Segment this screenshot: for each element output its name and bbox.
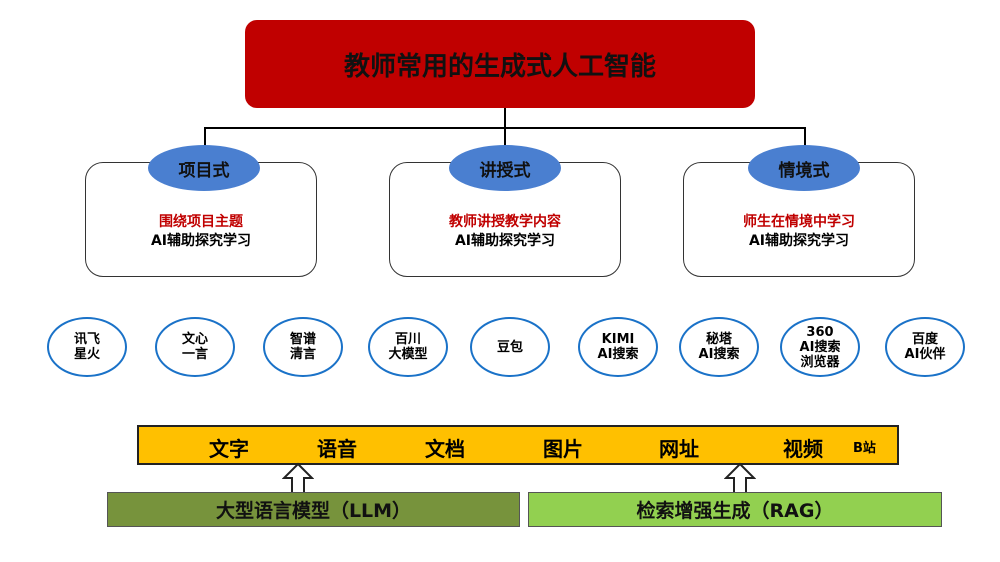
media-item: B站 [853, 441, 876, 456]
ai-tool-2: 智谱清言 [263, 317, 343, 377]
ai-tool-label: 秘塔 [705, 332, 732, 347]
mode-desc: 围绕项目主题 [159, 214, 243, 230]
ai-tool-label: 清言 [289, 347, 316, 362]
ai-tool-label: 一言 [181, 347, 208, 362]
ai-tool-label: 文心 [181, 332, 208, 347]
connector [204, 127, 206, 147]
ai-tool-label: AI伙伴 [904, 347, 946, 362]
ai-tool-label: 浏览器 [800, 354, 840, 370]
media-item: 网址 [659, 437, 699, 461]
mode-pill: 情境式 [748, 145, 860, 191]
ai-tool-label: 智谱 [289, 332, 316, 347]
media-bar: 文字 语音 文档 图片 网址 视频 B站 [137, 425, 899, 465]
ai-tool-0: 讯飞星火 [47, 317, 127, 377]
ai-tool-label: AI搜索 [799, 339, 841, 355]
ai-tool-label: 百度 [911, 332, 938, 347]
connector [804, 127, 806, 147]
mode-desc: 教师讲授教学内容 [449, 214, 561, 230]
title-text: 教师常用的生成式人工智能 [343, 51, 656, 82]
up-arrow-icon [282, 462, 314, 494]
llm-box: 大型语言模型（LLM） [107, 492, 520, 527]
ai-tool-label: 百川 [394, 332, 421, 347]
ai-tool-4: 豆包 [470, 317, 550, 377]
rag-box: 检索增强生成（RAG） [528, 492, 942, 527]
mode-desc: 师生在情境中学习 [743, 214, 855, 230]
media-item: 文档 [425, 437, 465, 461]
media-item: 图片 [543, 437, 583, 461]
ai-tool-label: 讯飞 [73, 332, 100, 347]
ai-tool-label: 大模型 [388, 347, 428, 362]
ai-tool-label: KIMI [601, 332, 635, 347]
ai-tool-label: AI搜索 [698, 347, 740, 362]
ai-tool-label: 360 [806, 324, 834, 340]
connector [504, 108, 506, 129]
up-arrow-icon [724, 462, 756, 494]
ai-tool-1: 文心一言 [155, 317, 235, 377]
mode-pill: 项目式 [148, 145, 260, 191]
mode-sub: AI辅助探究学习 [150, 233, 252, 249]
mode-box-project: 围绕项目主题 AI辅助探究学习 [85, 162, 317, 277]
title-box: 教师常用的生成式人工智能 [245, 20, 755, 108]
media-item: 视频 [783, 437, 823, 461]
mode-pill: 讲授式 [449, 145, 561, 191]
ai-tool-label: 豆包 [496, 339, 523, 355]
ai-tool-3: 百川大模型 [368, 317, 448, 377]
ai-tool-label: AI搜索 [597, 347, 639, 362]
ai-tool-label: 星火 [73, 347, 100, 362]
media-item: 语音 [317, 437, 357, 461]
media-item: 文字 [209, 437, 249, 461]
mode-sub: AI辅助探究学习 [454, 233, 556, 249]
mode-sub: AI辅助探究学习 [748, 233, 850, 249]
connector [504, 127, 506, 147]
